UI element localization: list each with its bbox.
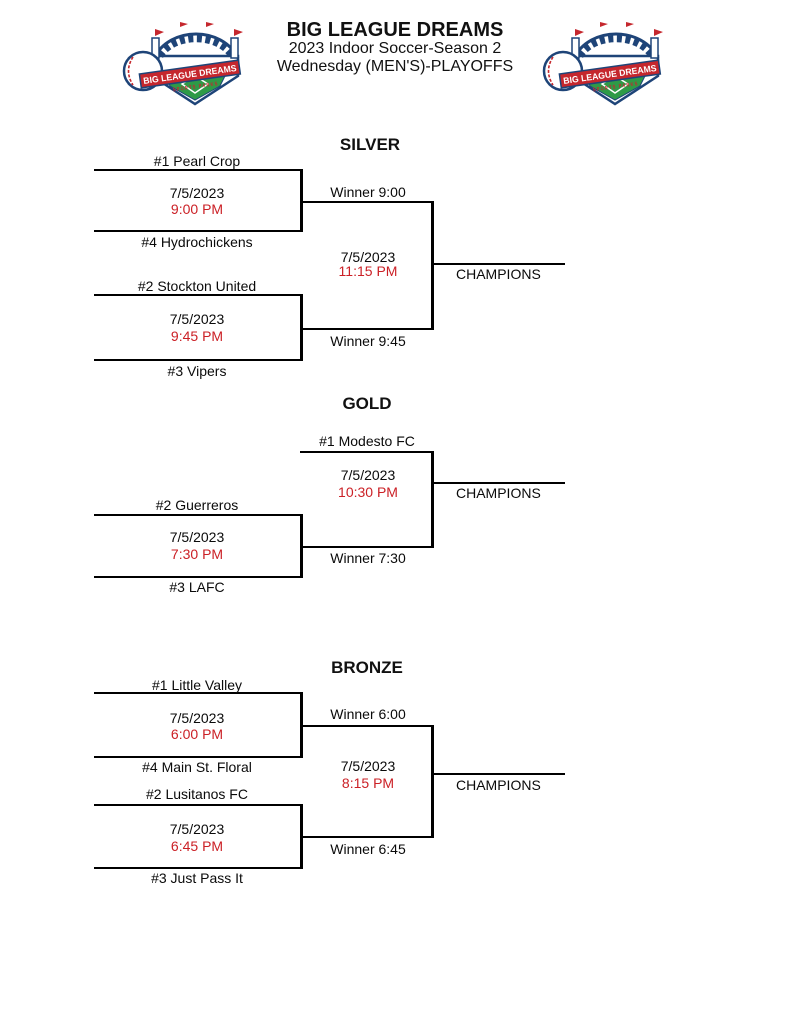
- flag-icon: [600, 22, 608, 27]
- team-label: #1 Pearl Crop: [153, 153, 241, 169]
- final-time: 8:15 PM: [341, 775, 395, 791]
- bracket-line: [94, 867, 303, 869]
- final-date: 7/5/2023: [340, 758, 396, 774]
- bracket-line: [300, 725, 434, 727]
- final-date: 7/5/2023: [340, 249, 396, 265]
- winner-label: Winner 6:00: [330, 706, 406, 722]
- team-label: #1 Little Valley: [151, 677, 243, 693]
- bracket-line: [94, 230, 303, 232]
- match-time: 6:00 PM: [170, 726, 224, 742]
- match-time: 9:45 PM: [170, 328, 224, 344]
- bracket-line: [431, 773, 565, 775]
- page-subtitle-season: 2023 Indoor Soccer-Season 2: [288, 40, 502, 57]
- team-label: #2 Lusitanos FC: [146, 786, 248, 802]
- flag-icon: [626, 22, 634, 27]
- bracket-line: [94, 756, 303, 758]
- bronze-title: BRONZE: [331, 658, 403, 677]
- team-label: #4 Main St. Floral: [142, 759, 252, 775]
- team-label: #2 Guerreros: [155, 497, 239, 513]
- bracket-line: [300, 328, 434, 330]
- match-time: 9:00 PM: [170, 201, 224, 217]
- flag-icon: [234, 29, 243, 36]
- match-time: 7:30 PM: [170, 546, 224, 562]
- final-date: 7/5/2023: [340, 467, 396, 483]
- team-label: #1 Modesto FC: [319, 433, 415, 449]
- match-time: 6:45 PM: [170, 838, 224, 854]
- final-time: 11:15 PM: [338, 263, 398, 279]
- champions-label: CHAMPIONS: [456, 777, 541, 793]
- final-time: 10:30 PM: [338, 484, 398, 500]
- bld-logo-left: BIG LEAGUE DREAMS SPORTS PARKS: [122, 22, 243, 106]
- team-label: #3 Vipers: [167, 363, 227, 379]
- bracket-line: [94, 169, 303, 171]
- flag-icon: [155, 29, 164, 36]
- flag-icon: [206, 22, 214, 27]
- match-date: 7/5/2023: [169, 311, 225, 327]
- bracket-line: [94, 514, 303, 516]
- bracket-line: [431, 201, 434, 330]
- winner-label: Winner 9:00: [330, 184, 406, 200]
- flag-icon: [575, 29, 584, 36]
- stadium-tower-right: [650, 37, 659, 59]
- team-label: #4 Hydrochickens: [141, 234, 253, 250]
- team-label: #3 Just Pass It: [151, 870, 243, 886]
- match-date: 7/5/2023: [169, 529, 225, 545]
- bracket-line: [94, 359, 303, 361]
- baseball-stitch: [547, 56, 554, 86]
- page-title: BIG LEAGUE DREAMS: [286, 19, 504, 41]
- bracket-line: [300, 836, 434, 838]
- bracket-line: [431, 725, 434, 838]
- bracket-line: [431, 482, 565, 484]
- bracket-line: [300, 546, 434, 548]
- match-date: 7/5/2023: [169, 821, 225, 837]
- stadium-tower-right: [230, 37, 239, 59]
- team-label: #2 Stockton United: [137, 278, 257, 294]
- bracket-line: [300, 201, 434, 203]
- bracket-line: [94, 692, 303, 694]
- page-subtitle-division: Wednesday (MEN'S)-PLAYOFFS: [276, 58, 514, 75]
- champions-label: CHAMPIONS: [456, 485, 541, 501]
- silver-title: SILVER: [339, 135, 401, 154]
- bracket-line: [94, 576, 303, 578]
- winner-label: Winner 7:30: [330, 550, 406, 566]
- bracket-line: [94, 294, 303, 296]
- winner-label: Winner 9:45: [330, 333, 406, 349]
- winner-label: Winner 6:45: [330, 841, 406, 857]
- match-date: 7/5/2023: [169, 185, 225, 201]
- baseball-stitch: [127, 56, 134, 86]
- gold-title: GOLD: [342, 394, 392, 413]
- champions-label: CHAMPIONS: [456, 266, 541, 282]
- flag-icon: [180, 22, 188, 27]
- bracket-line: [431, 263, 565, 265]
- bracket-line: [300, 294, 303, 361]
- bracket-line: [300, 451, 434, 453]
- team-label: #3 LAFC: [169, 579, 225, 595]
- flag-icon: [654, 29, 663, 36]
- bracket-line: [431, 451, 434, 548]
- bracket-line: [94, 804, 303, 806]
- bld-logo-right: BIG LEAGUE DREAMS SPORTS PARKS: [542, 22, 663, 106]
- match-date: 7/5/2023: [169, 710, 225, 726]
- bracket-line: [300, 169, 303, 232]
